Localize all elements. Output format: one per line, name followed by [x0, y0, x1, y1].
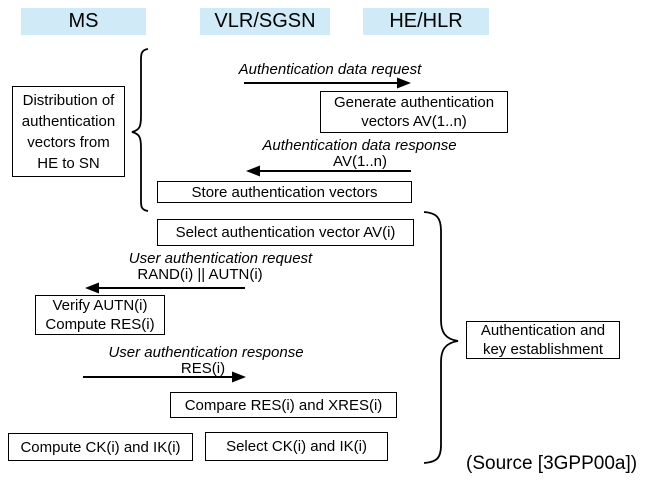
- box-auth-key-line2: key establishment: [482, 341, 604, 358]
- msg-user-auth-request-payload: RAND(i) || AUTN(i): [137, 266, 263, 283]
- brace-left: [131, 48, 149, 212]
- box-distribution-line3: vectors from: [27, 133, 110, 151]
- box-distribution-line1: Distribution of: [22, 91, 115, 109]
- box-distribution-line2: authentication: [21, 112, 116, 130]
- msg-auth-data-response-payload: AV(1..n): [333, 153, 387, 170]
- box-generate-vectors: Generate authentication vectors AV(1..n): [320, 91, 508, 133]
- box-select-av: Select authentication vector AV(i): [157, 219, 414, 246]
- source-citation: (Source [3GPP00a]): [466, 453, 638, 474]
- actor-he-hlr: HE/HLR: [363, 8, 489, 35]
- user-auth-request-arrow: [85, 282, 245, 294]
- msg-user-auth-response-label: User authentication response: [108, 344, 304, 361]
- box-auth-key-establishment: Authentication and key establishment: [466, 321, 620, 359]
- box-auth-key-line1: Authentication and: [480, 322, 606, 339]
- box-verify-line2: Compute RES(i): [45, 316, 155, 333]
- brace-right: [423, 211, 459, 464]
- box-generate-line1: Generate authentication: [333, 94, 495, 111]
- msg-user-auth-request-label: User authentication request: [128, 250, 313, 267]
- box-select-ck-ik: Select CK(i) and IK(i): [205, 432, 388, 461]
- box-select-av-label: Select authentication vector AV(i): [175, 224, 396, 241]
- box-compare-label: Compare RES(i) and XRES(i): [184, 396, 383, 414]
- box-verify-line1: Verify AUTN(i): [52, 297, 148, 314]
- msg-user-auth-response-payload: RES(i): [180, 360, 226, 377]
- box-distribution-line4: HE to SN: [37, 154, 100, 172]
- auth-data-request-arrow: [244, 77, 411, 89]
- box-select-ck-ik-label: Select CK(i) and IK(i): [226, 438, 367, 455]
- box-verify-autn: Verify AUTN(i) Compute RES(i): [35, 295, 165, 335]
- msg-auth-data-request-label: Authentication data request: [238, 61, 422, 78]
- msg-auth-data-response-label: Authentication data response: [262, 137, 457, 154]
- box-compute-ck-ik: Compute CK(i) and IK(i): [8, 433, 193, 461]
- box-store-vectors: Store authentication vectors: [157, 181, 412, 203]
- actor-vlr-sgsn: VLR/SGSN: [200, 8, 330, 35]
- box-distribution: Distribution of authentication vectors f…: [12, 86, 125, 177]
- box-generate-line2: vectors AV(1..n): [361, 113, 467, 130]
- box-store-label: Store authentication vectors: [191, 183, 378, 201]
- box-compute-ck-ik-label: Compute CK(i) and IK(i): [20, 438, 181, 456]
- actor-ms: MS: [21, 8, 146, 35]
- box-compare-res: Compare RES(i) and XRES(i): [170, 392, 397, 418]
